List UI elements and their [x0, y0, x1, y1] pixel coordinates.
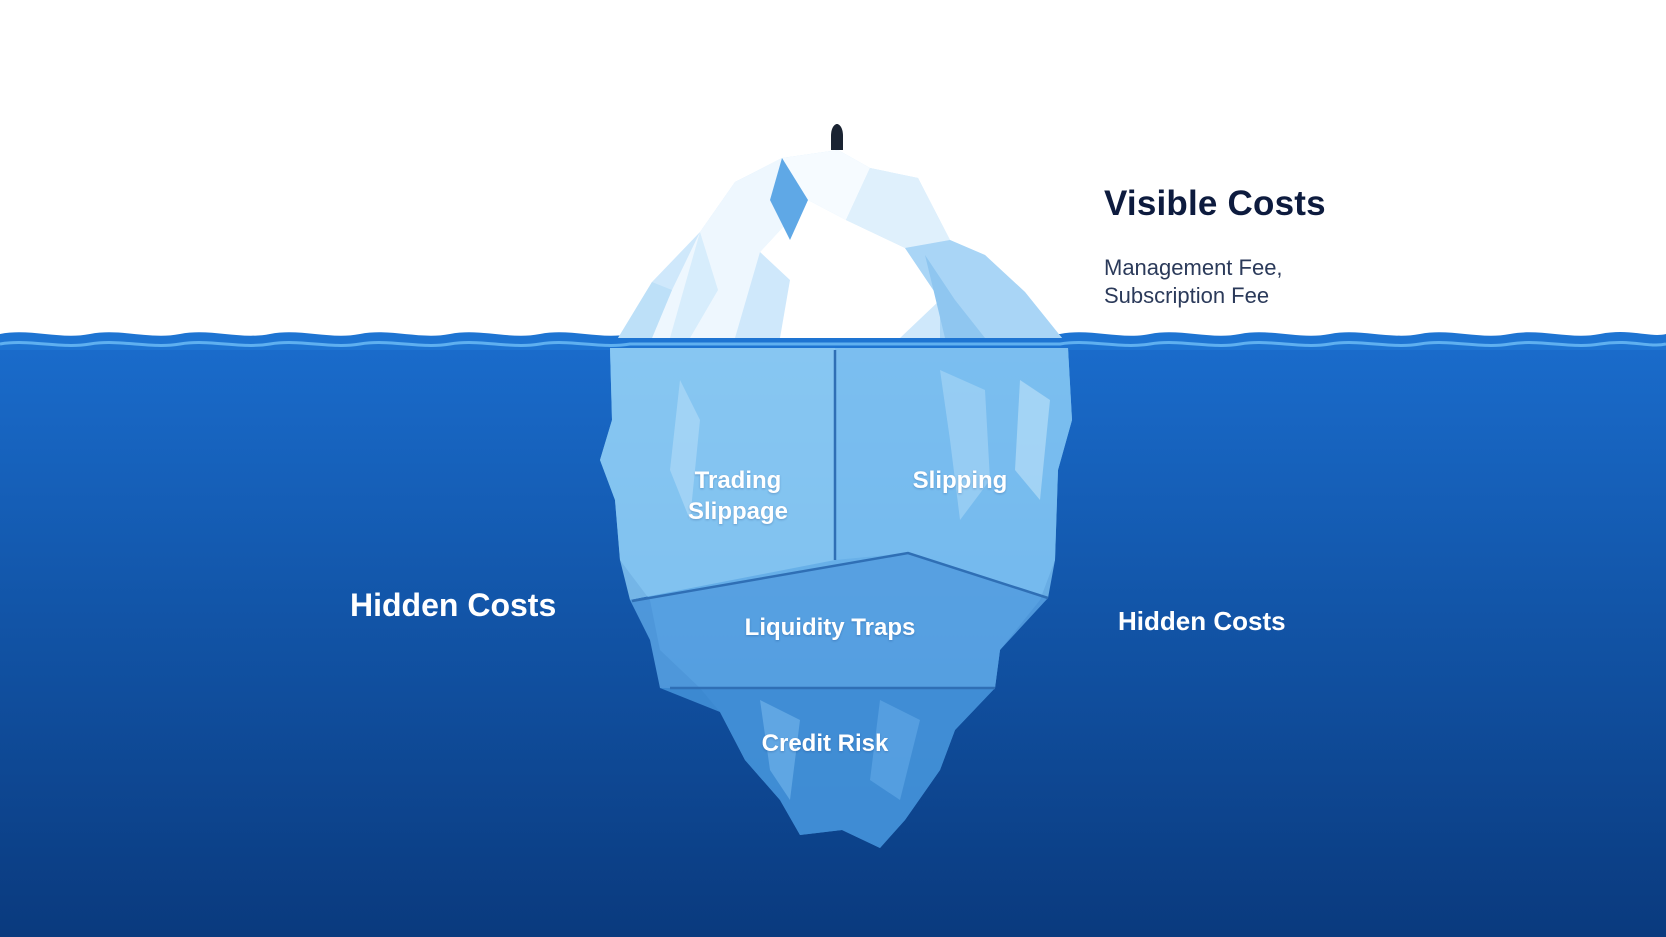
section-trading-slippage: Trading Slippage: [668, 465, 808, 527]
hidden-costs-label-right: Hidden Costs: [1118, 606, 1286, 636]
visible-costs-item-1: Management Fee,: [1104, 255, 1283, 280]
hidden-costs-label-left: Hidden Costs: [350, 587, 557, 623]
section-liquidity-traps: Liquidity Traps: [744, 614, 916, 641]
visible-costs-title: Visible Costs: [1104, 184, 1326, 223]
section-credit-risk: Credit Risk: [761, 730, 889, 757]
iceberg-underwater: [600, 348, 1072, 848]
section-slipping: Slipping: [912, 467, 1008, 494]
section-trading-line2: Slippage: [687, 498, 789, 525]
section-trading-line1: Trading: [694, 467, 782, 494]
climber-figure-icon: [831, 124, 843, 150]
iceberg-tip: [618, 150, 1062, 338]
water-surface-highlight: [0, 340, 1666, 347]
visible-costs-items: Management Fee, Subscription Fee: [1104, 254, 1283, 310]
visible-costs-item-2: Subscription Fee: [1104, 283, 1270, 308]
